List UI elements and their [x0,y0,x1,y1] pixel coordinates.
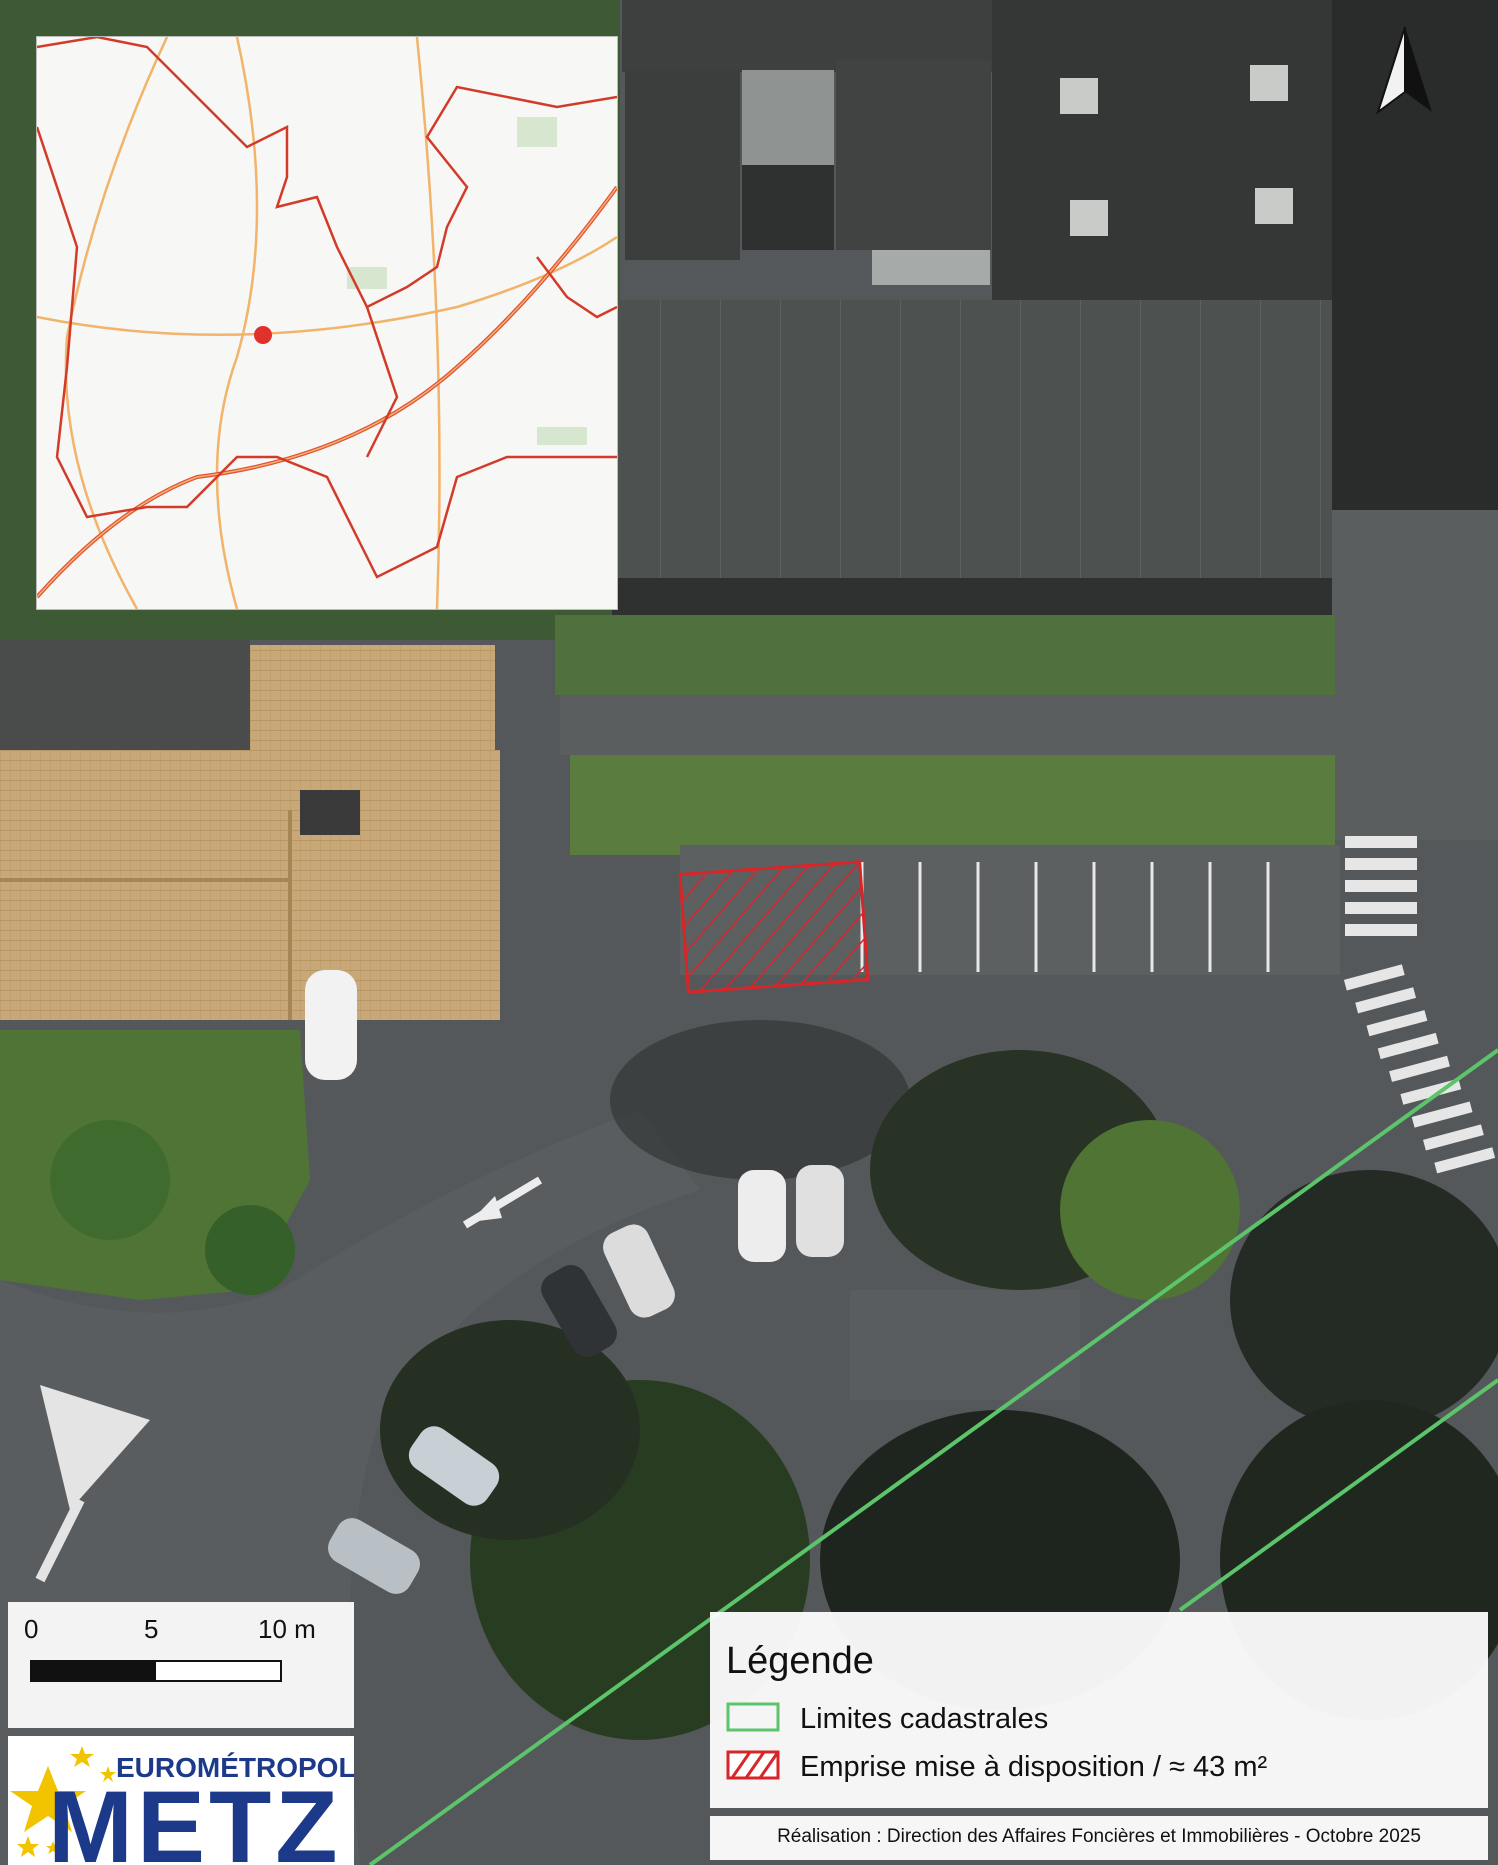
logo-line1: EUROMÉTROPOLE [116,1752,354,1783]
legend: Légende Limites cadastrales Emprise mise… [710,1612,1488,1808]
scale-bar: 0 5 10 m [8,1602,354,1728]
legend-item-label: Limites cadastrales [800,1703,1049,1735]
scale-label-0: 0 [24,1614,39,1644]
credit-line: Réalisation : Direction des Affaires Fon… [710,1816,1488,1860]
legend-item-label: Emprise mise à disposition / ≈ 43 m² [800,1751,1268,1783]
credit-text: Réalisation : Direction des Affaires Fon… [777,1826,1421,1847]
cadastral-swatch-icon [726,1702,780,1732]
hatched-swatch-icon [726,1750,780,1780]
eurometropole-metz-logo: EUROMÉTROPOLE METZ [8,1736,354,1865]
scale-bar-graphic [30,1660,282,1682]
location-marker-icon [254,326,272,344]
legend-title: Légende [726,1640,874,1682]
logo-line2: METZ [48,1770,342,1865]
logo-stars-icon [10,1746,116,1857]
location-inset-map [36,36,618,610]
scale-label-10m: 10 m [258,1614,316,1644]
north-arrow-icon [1376,26,1432,115]
scale-label-5: 5 [144,1614,159,1644]
